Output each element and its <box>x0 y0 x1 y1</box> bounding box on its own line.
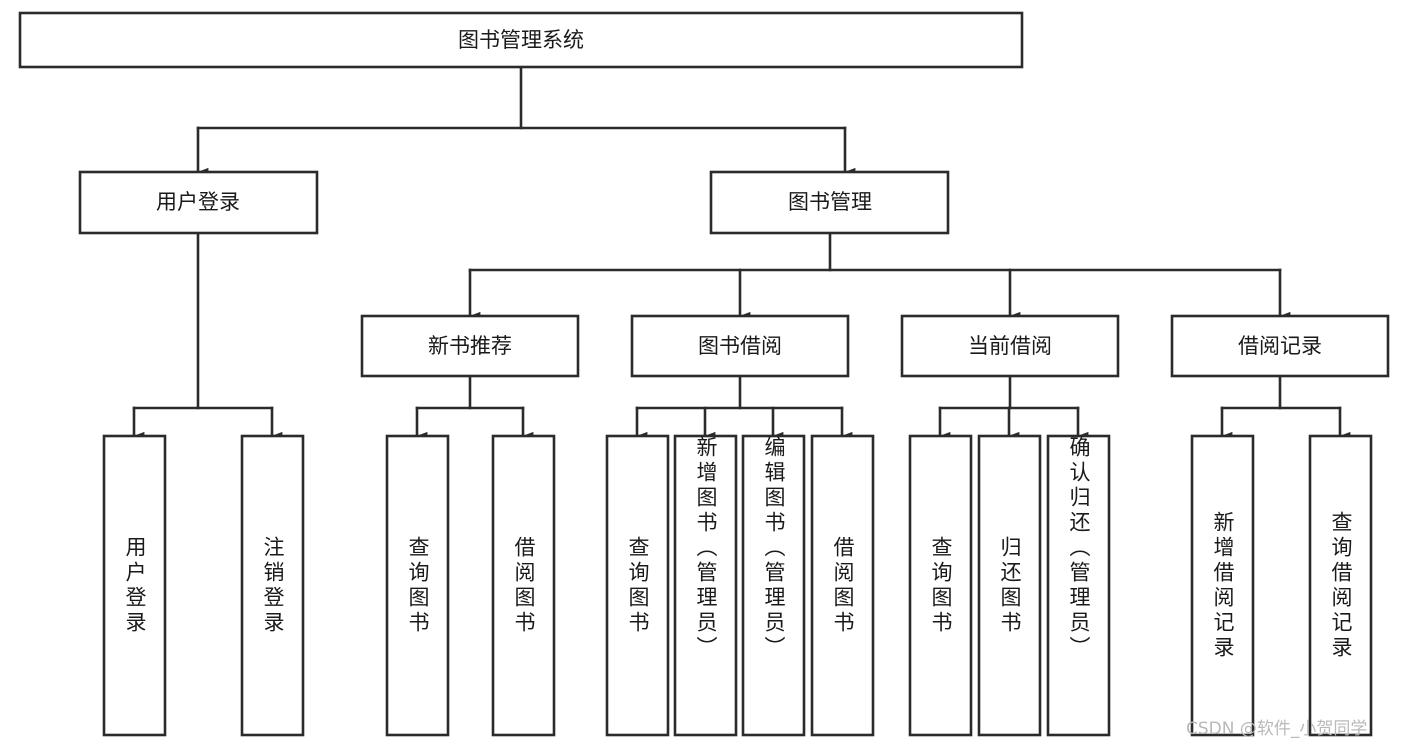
leaf-borrow-record-query[interactable] <box>1308 434 1373 737</box>
connector-root-to-level2 <box>196 66 856 177</box>
leaf-current-borrow-confirm[interactable] <box>1046 434 1111 737</box>
node-borrow-record[interactable] <box>1170 314 1390 378</box>
node-root-book-management-system[interactable] <box>18 11 1024 69</box>
node-user-login[interactable] <box>78 170 319 235</box>
node-book-management[interactable] <box>709 170 950 235</box>
leaf-borrow-record-add[interactable] <box>1190 434 1255 737</box>
leaf-current-borrow-return[interactable] <box>977 434 1042 737</box>
node-book-management-label: 图书管理 <box>788 190 872 214</box>
node-book-borrow[interactable] <box>630 314 850 378</box>
leaf-book-borrow-edit[interactable] <box>741 434 806 737</box>
leaf-book-borrow-borrow[interactable] <box>810 434 875 737</box>
node-user-login-label: 用户登录 <box>156 190 240 214</box>
leaf-book-borrow-query[interactable] <box>605 434 670 737</box>
leaf-current-borrow-query[interactable] <box>908 434 973 737</box>
leaf-user-login-logout[interactable] <box>240 434 305 737</box>
leaf-book-borrow-add[interactable] <box>673 434 738 737</box>
node-book-borrow-label: 图书借阅 <box>698 334 782 358</box>
connector-borrow-record-to-leaves <box>1220 374 1351 441</box>
node-new-book-recommend[interactable] <box>360 314 580 378</box>
connector-user-login-to-leaves <box>132 231 283 441</box>
leaf-user-login-login[interactable] <box>102 434 167 737</box>
node-current-borrow[interactable] <box>900 314 1120 378</box>
connector-book-borrow-to-leaves <box>635 374 853 441</box>
connector-new-book-to-leaves <box>415 374 534 441</box>
connector-current-borrow-to-leaves <box>938 374 1089 441</box>
node-new-book-recommend-label: 新书推荐 <box>428 334 512 358</box>
node-borrow-record-label: 借阅记录 <box>1238 334 1322 358</box>
leaf-new-book-query[interactable] <box>385 434 450 737</box>
node-current-borrow-label: 当前借阅 <box>968 334 1052 358</box>
node-root-label: 图书管理系统 <box>458 28 584 52</box>
connector-book-manage-to-level3 <box>468 231 1291 321</box>
leaf-new-book-borrow[interactable] <box>491 434 556 737</box>
